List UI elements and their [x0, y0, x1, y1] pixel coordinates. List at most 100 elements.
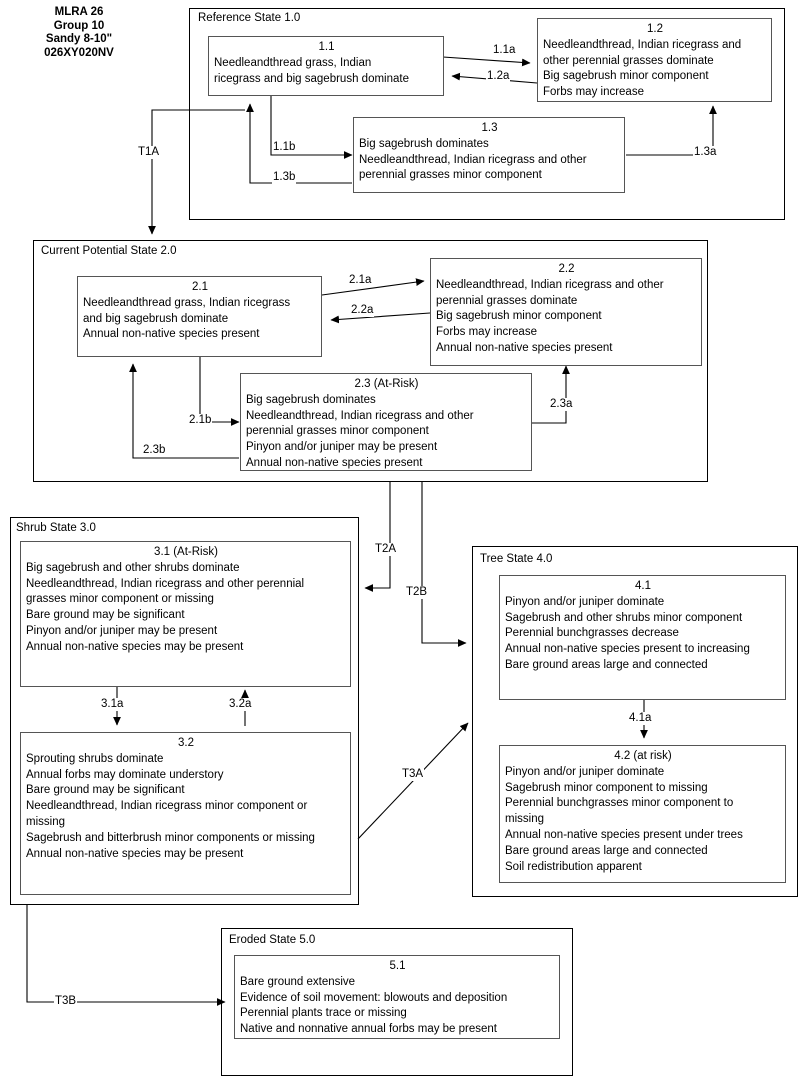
state-title-shrub: Shrub State 3.0 — [16, 522, 96, 534]
phase-box-2-2[interactable]: 2.2 Needleandthread, Indian ricegrass an… — [430, 258, 702, 366]
phase-line: Needleandthread, Indian ricegrass and — [543, 38, 742, 51]
phase-line: Forbs may increase — [543, 86, 644, 99]
edge-label-2-3b: 2.3b — [142, 444, 167, 457]
edge-T3B — [26, 905, 226, 1006]
phase-line: Annual non-native species may be present — [26, 640, 244, 653]
edge-label-2-1b: 2.1b — [188, 414, 213, 427]
phase-line: Pinyon and/or juniper dominate — [505, 765, 665, 778]
phase-line: Bare ground may be significant — [26, 784, 185, 797]
phase-line: Needleandthread grass, Indian ricegrass — [83, 296, 291, 309]
state-box-shrub — [10, 517, 359, 905]
phase-head-4-2: 4.2 (at risk) — [614, 750, 672, 762]
phase-line: Forbs may increase — [436, 326, 537, 339]
state-box-tree — [472, 546, 798, 897]
state-box-reference — [189, 8, 785, 220]
edge-label-1-1b: 1.1b — [272, 141, 297, 154]
edge-label-1-1a: 1.1a — [492, 44, 517, 57]
phase-head-3-2: 3.2 — [178, 737, 194, 749]
edge-label-2-1a: 2.1a — [348, 274, 373, 287]
phase-line: Big sagebrush dominates — [246, 393, 376, 406]
phase-line: other perennial grasses dominate — [543, 54, 714, 67]
phase-line: Perennial plants trace or missing — [240, 1007, 407, 1020]
edge-label-T2A: T2A — [374, 543, 398, 556]
phase-line: Needleandthread, Indian ricegrass minor … — [26, 800, 308, 813]
phase-line: Sprouting shrubs dominate — [26, 752, 164, 765]
phase-line: missing — [505, 813, 544, 826]
edge-label-3-1a: 3.1a — [100, 698, 125, 711]
phase-line: Soil redistribution apparent — [505, 860, 642, 873]
phase-head-1-3: 1.3 — [481, 122, 498, 134]
phase-box-4-1[interactable]: 4.1 Pinyon and/or juniper dominate Sageb… — [499, 575, 786, 700]
phase-box-1-3[interactable]: 1.3 Big sagebrush dominates Needleandthr… — [353, 117, 625, 193]
phase-line: Evidence of soil movement: blowouts and … — [240, 991, 508, 1004]
phase-box-5-1[interactable]: 5.1 Bare ground extensive Evidence of so… — [234, 955, 560, 1039]
edge-T2B — [421, 481, 467, 647]
state-title-tree: Tree State 4.0 — [480, 553, 553, 565]
edge-label-4-1a: 4.1a — [628, 712, 653, 725]
edge-label-2-2a: 2.2a — [350, 304, 375, 317]
phase-line: perennial grasses dominate — [436, 294, 578, 307]
phase-head-5-1: 5.1 — [389, 960, 406, 972]
phase-head-2-2: 2.2 — [558, 263, 575, 275]
phase-box-3-1[interactable]: 3.1 (At-Risk) Big sagebrush and other sh… — [20, 541, 351, 687]
phase-box-1-1[interactable]: 1.1 Needleandthread grass, Indian ricegr… — [208, 36, 444, 96]
phase-box-4-2[interactable]: 4.2 (at risk) Pinyon and/or juniper domi… — [499, 745, 786, 883]
phase-box-2-3[interactable]: 2.3 (At-Risk) Big sagebrush dominates Ne… — [240, 373, 532, 471]
phase-head-3-1: 3.1 (At-Risk) — [154, 546, 218, 558]
phase-line: Bare ground areas large and connected — [505, 658, 708, 671]
state-box-eroded — [221, 928, 573, 1076]
edge-label-1-3a: 1.3a — [693, 146, 718, 159]
identifier-line-2: Group 10 — [53, 19, 105, 32]
phase-line: Pinyon and/or juniper may be present — [26, 624, 218, 637]
phase-line: Sagebrush and other shrubs minor compone… — [505, 611, 743, 624]
state-box-current-potential — [33, 240, 708, 482]
phase-line: Needleandthread, Indian ricegrass and ot… — [359, 153, 587, 166]
phase-line: ricegrass and big sagebrush dominate — [214, 72, 409, 85]
phase-line: Native and nonnative annual forbs may be… — [240, 1023, 497, 1036]
phase-line: Pinyon and/or juniper dominate — [505, 595, 665, 608]
phase-line: Big sagebrush minor component — [543, 70, 709, 83]
phase-head-2-1: 2.1 — [192, 281, 208, 293]
identifier-line-4: 026XY020NV — [44, 46, 114, 59]
phase-head-2-3: 2.3 (At-Risk) — [354, 378, 419, 390]
edge-label-2-3a: 2.3a — [549, 398, 574, 411]
edge-label-T3B: T3B — [54, 995, 78, 1008]
phase-head-1-2: 1.2 — [647, 23, 663, 35]
phase-box-3-2[interactable]: 3.2 Sprouting shrubs dominate Annual for… — [20, 732, 351, 895]
phase-line: Perennial bunchgrasses decrease — [505, 627, 679, 640]
phase-line: grasses minor component or missing — [26, 593, 214, 606]
phase-line: Big sagebrush and other shrubs dominate — [26, 561, 240, 574]
edge-label-1-2a: 1.2a — [486, 70, 511, 83]
phase-head-4-1: 4.1 — [635, 580, 651, 592]
phase-line: Annual forbs may dominate understory — [26, 768, 224, 781]
phase-line: Perennial bunchgrasses minor component t… — [505, 797, 734, 810]
phase-line: missing — [26, 815, 65, 828]
phase-box-1-2[interactable]: 1.2 Needleandthread, Indian ricegrass an… — [537, 18, 772, 102]
edge-T2A — [364, 481, 391, 592]
edge-label-T3A: T3A — [401, 768, 425, 781]
phase-line: Bare ground areas large and connected — [505, 844, 708, 857]
phase-line: and big sagebrush dominate — [83, 312, 229, 325]
phase-line: Needleandthread, Indian ricegrass and ot… — [246, 409, 474, 422]
phase-line: Bare ground may be significant — [26, 609, 185, 622]
phase-line: Big sagebrush minor component — [436, 310, 602, 323]
phase-line: Sagebrush minor component to missing — [505, 781, 708, 794]
phase-line: perennial grasses minor component — [246, 425, 429, 438]
identifier-line-3: Sandy 8-10" — [45, 33, 113, 45]
edge-T3A — [357, 722, 469, 840]
phase-line: Annual non-native species present to inc… — [505, 643, 750, 656]
phase-line: Annual non-native species present under … — [505, 828, 743, 841]
phase-line: Needleandthread grass, Indian — [214, 56, 372, 69]
phase-box-2-1[interactable]: 2.1 Needleandthread grass, Indian ricegr… — [77, 276, 322, 357]
edge-label-T1A: T1A — [137, 146, 161, 159]
phase-line: Annual non-native species present — [436, 341, 613, 354]
state-title-reference: Reference State 1.0 — [198, 12, 301, 24]
phase-line: Needleandthread, Indian ricegrass and ot… — [436, 278, 664, 291]
edge-label-3-2a: 3.2a — [228, 698, 253, 711]
state-title-current-potential: Current Potential State 2.0 — [41, 245, 177, 257]
phase-line: Needleandthread, Indian ricegrass and ot… — [26, 577, 305, 590]
phase-line: Annual non-native species present — [83, 328, 260, 341]
phase-line: Sagebrush and bitterbrush minor componen… — [26, 831, 315, 844]
phase-line: Big sagebrush dominates — [359, 137, 489, 150]
